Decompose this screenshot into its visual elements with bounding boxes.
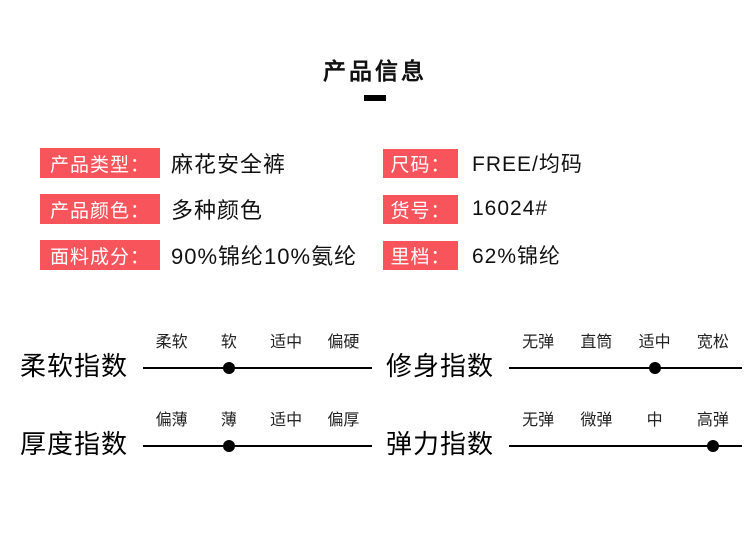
tick-label: 中 [646,412,663,429]
attribute-value: 16024# [472,197,549,220]
tick-label: 宽松 [696,334,729,351]
product-attributes: 产品类型： 麻花安全裤 产品颜色： 多种颜色 面料成分： 90%锦纶10%氨纶 … [40,148,750,286]
elasticity-index-slider: 弹力指数 无弹 微弹 中 高弹 [386,411,742,459]
title-underline [364,95,386,101]
slider-track: 无弹 直筒 适中 宽松 [509,333,742,374]
slider-dot [222,362,235,374]
slider-ticks: 无弹 直筒 适中 宽松 [509,333,742,353]
slider-ticks: 偏薄 薄 适中 偏厚 [143,411,372,431]
attribute-row-product-color: 产品颜色： 多种颜色 [40,194,383,224]
attribute-value: 62%锦纶 [472,245,562,268]
tick-label: 微弹 [580,412,613,429]
page-title: 产品信息 [323,58,427,84]
slider-track-line [143,362,372,374]
attribute-row-lining: 里档： 62%锦纶 [383,240,583,270]
attribute-value: 麻花安全裤 [171,152,287,177]
attribute-tag: 货号： [383,194,458,224]
slider-name: 弹力指数 [386,429,495,460]
slider-track-line [509,440,742,452]
tick-label: 偏硬 [327,334,360,351]
slider-dot [706,440,719,452]
attribute-value: 多种颜色 [171,198,264,223]
index-sliders: 柔软指数 柔软 软 适中 偏硬 修身指数 无弹 直筒 适中 [0,333,750,459]
tick-label: 无弹 [522,412,555,429]
slider-dot [648,362,661,374]
attribute-tag: 产品类型： [40,148,160,178]
tick-label: 直筒 [580,334,613,351]
attribute-row-fabric-composition: 面料成分： 90%锦纶10%氨纶 [40,240,383,270]
attribute-row-item-number: 货号： 16024# [383,194,583,224]
slider-track-line [509,362,742,374]
attribute-tag: 产品颜色： [40,194,160,224]
attribute-tag: 里档： [383,240,458,270]
slider-row-2: 厚度指数 偏薄 薄 适中 偏厚 弹力指数 无弹 微弹 中 [0,411,750,459]
tick-label: 适中 [638,334,671,351]
tick-label: 适中 [270,412,303,429]
page-header: 产品信息 [0,52,750,101]
attribute-row-size: 尺码： FREE/均码 [383,148,583,178]
slider-dot [222,440,235,452]
attribute-row-product-type: 产品类型： 麻花安全裤 [40,148,383,178]
tick-label: 薄 [220,412,237,429]
slider-ticks: 无弹 微弹 中 高弹 [509,411,742,431]
tick-label: 偏薄 [155,412,188,429]
softness-index-slider: 柔软指数 柔软 软 适中 偏硬 [20,333,372,381]
thickness-index-slider: 厚度指数 偏薄 薄 适中 偏厚 [20,411,372,459]
slider-name: 修身指数 [386,351,495,382]
slider-track: 偏薄 薄 适中 偏厚 [143,411,372,452]
attributes-right-column: 尺码： FREE/均码 货号： 16024# 里档： 62%锦纶 [383,148,583,286]
attribute-value: FREE/均码 [472,153,583,176]
tick-label: 偏厚 [327,412,360,429]
tick-label: 高弹 [696,412,729,429]
tick-label: 无弹 [522,334,555,351]
attributes-left-column: 产品类型： 麻花安全裤 产品颜色： 多种颜色 面料成分： 90%锦纶10%氨纶 [40,148,383,286]
slider-ticks: 柔软 软 适中 偏硬 [143,333,372,353]
fit-index-slider: 修身指数 无弹 直筒 适中 宽松 [386,333,742,381]
slider-row-1: 柔软指数 柔软 软 适中 偏硬 修身指数 无弹 直筒 适中 [0,333,750,381]
slider-track-line [143,440,372,452]
slider-name: 厚度指数 [20,429,129,460]
attribute-value: 90%锦纶10%氨纶 [171,244,358,269]
tick-label: 柔软 [155,334,188,351]
slider-track: 无弹 微弹 中 高弹 [509,411,742,452]
slider-track: 柔软 软 适中 偏硬 [143,333,372,374]
attribute-tag: 面料成分： [40,240,160,270]
tick-label: 适中 [270,334,303,351]
slider-name: 柔软指数 [20,351,129,382]
tick-label: 软 [220,334,237,351]
attribute-tag: 尺码： [383,148,458,178]
